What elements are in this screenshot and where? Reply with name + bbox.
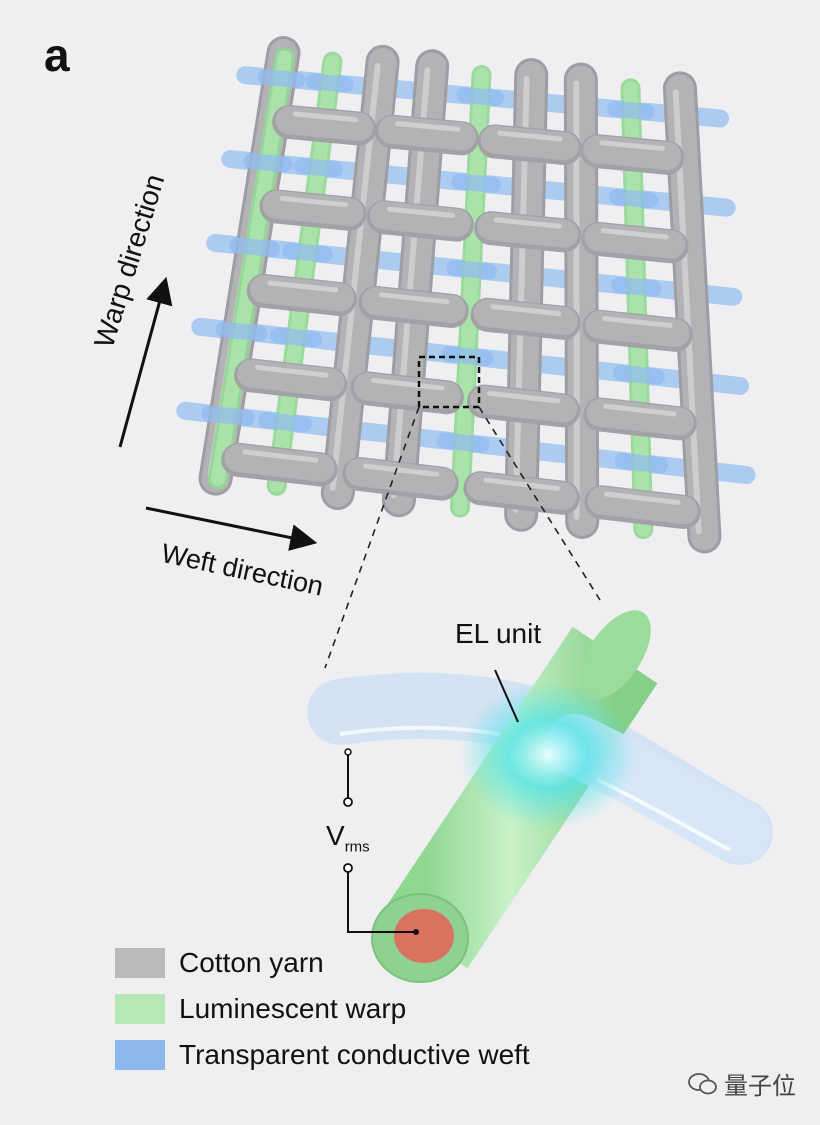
weft-crossing (209, 414, 246, 418)
legend-item-transparent: Transparent conductive weft (115, 1032, 530, 1078)
legend-label-cotton: Cotton yarn (179, 947, 324, 979)
weft-crossing (237, 245, 272, 249)
weft-crossing (623, 461, 660, 465)
legend: Cotton yarn Luminescent warp Transparent… (115, 940, 530, 1078)
voltage-symbol: V (326, 820, 345, 851)
legend-label-luminescent: Luminescent warp (179, 993, 406, 1025)
legend-label-transparent: Transparent conductive weft (179, 1039, 530, 1071)
circuit-contact (413, 929, 419, 935)
legend-swatch-transparent (115, 1040, 165, 1070)
circuit-node (345, 749, 351, 755)
weft-crossing (223, 329, 259, 333)
wechat-icon (688, 1072, 718, 1096)
weft-crossing (252, 161, 285, 164)
weft-direction-arrow (146, 508, 312, 542)
legend-swatch-cotton (115, 948, 165, 978)
weft-crossing (455, 268, 490, 272)
el-unit-label: EL unit (455, 618, 541, 650)
weft-crossing (314, 81, 346, 84)
weft-crossing (621, 373, 657, 377)
weft-crossing (266, 420, 303, 424)
watermark-text: 量子位 (724, 1066, 796, 1101)
voltage-label: Vrms (326, 820, 370, 856)
weft-crossing (615, 109, 647, 112)
weft-crossing (266, 77, 298, 80)
weft-crossing (278, 335, 314, 339)
weft-crossing (445, 440, 482, 444)
el-glow (460, 681, 636, 829)
watermark: 量子位 (688, 1066, 796, 1101)
weft-crossing (617, 197, 650, 200)
el-unit-closeup (340, 598, 740, 982)
legend-swatch-luminescent (115, 994, 165, 1024)
weft-crossing (619, 285, 654, 289)
weft-crossing (290, 251, 325, 255)
weft-crossing (465, 95, 497, 98)
terminal-bottom (344, 864, 352, 872)
voltage-subscript: rms (345, 839, 370, 856)
legend-item-luminescent: Luminescent warp (115, 986, 530, 1032)
legend-item-cotton: Cotton yarn (115, 940, 530, 986)
weft-crossing (460, 182, 493, 185)
panel-label: a (44, 28, 70, 82)
weft-crossing (302, 166, 335, 169)
terminal-top (344, 798, 352, 806)
